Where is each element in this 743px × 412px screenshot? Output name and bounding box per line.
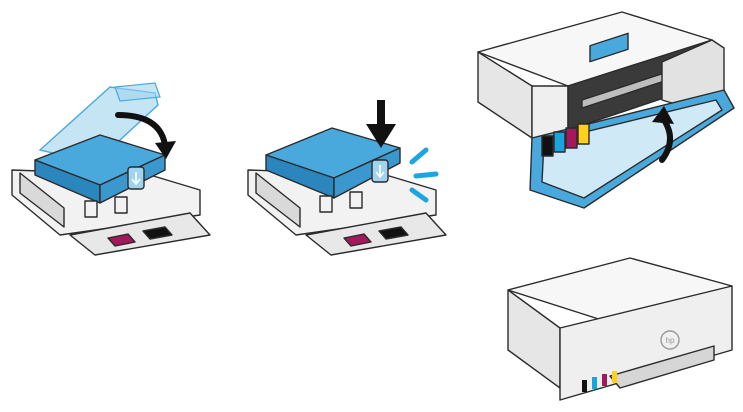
step-press-latch [240, 100, 455, 280]
step-close-front-door [472, 10, 740, 210]
printhead-right [350, 192, 362, 208]
hp-logo-text: hp [666, 336, 675, 345]
close-latch-figure [0, 75, 215, 270]
ink-window-black [582, 380, 587, 392]
printhead-left [85, 201, 97, 217]
ink-window-magenta [602, 374, 607, 386]
ink-tank-yellow [578, 124, 589, 144]
printhead-left [320, 196, 332, 212]
ink-tank-cyan [554, 132, 565, 152]
press-latch-figure [240, 100, 455, 280]
ink-tank-magenta [566, 128, 577, 148]
ink-tank-black [542, 136, 553, 156]
printhead-right [115, 197, 127, 213]
ink-window-cyan [592, 377, 597, 389]
printer-open-figure [472, 10, 740, 210]
ink-window-yellow [612, 371, 617, 383]
printer-closed: hp [500, 250, 738, 408]
step-close-latch [0, 75, 215, 270]
down-arrow-shaft [377, 100, 385, 128]
printer-closed-figure: hp [500, 250, 738, 408]
